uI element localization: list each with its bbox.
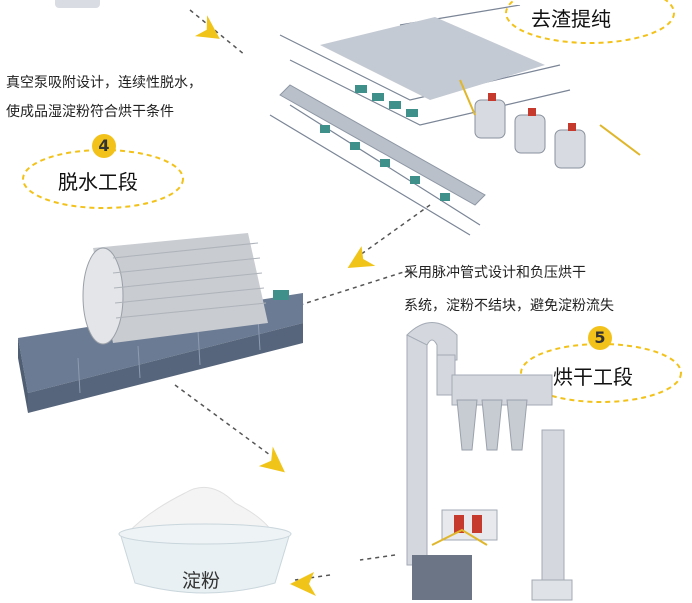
starch-bowl-illustration [118,486,292,594]
step4-number-badge: 4 [92,134,116,158]
flash-dryer-illustration [406,322,573,601]
step5-description-line1: 采用脉冲管式设计和负压烘干 [404,265,586,281]
vacuum-drum-filter-illustration [18,233,303,413]
step5-description-line2: 系统，淀粉不结块，避免淀粉流失 [404,298,614,314]
arrow-icon [290,572,316,596]
previous-machine-fragment [55,0,100,8]
step4-description-line1: 真空泵吸附设计，连续性脱水， [6,75,202,91]
purification-stage-label: 去渣提纯 [531,7,611,31]
arrow-icon [194,15,220,39]
step5-number-badge: 5 [588,326,612,350]
dehydration-stage-label: 脱水工段 [58,170,138,194]
purification-plant-illustration [269,5,641,236]
starch-product-label: 淀粉 [182,570,221,592]
bubble-outline [505,0,675,44]
arrow-icon [258,446,285,473]
step4-description-line2: 使成品湿淀粉符合烘干条件 [6,104,174,120]
drying-stage-label: 烘干工段 [553,365,633,389]
arrow-icon [347,246,376,268]
